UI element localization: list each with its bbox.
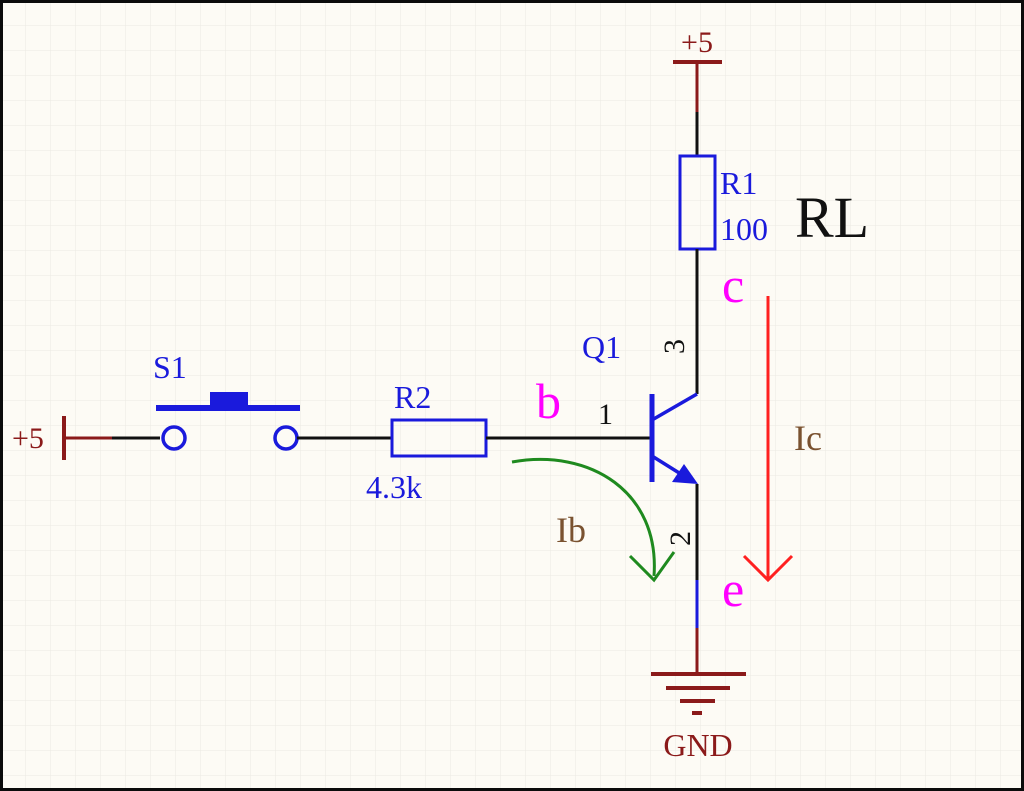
vcc-left-label: +5 [12,422,44,455]
ib-arrow-curve [511,457,656,577]
r2-ref-label: R2 [394,379,431,415]
transistor-collector-lead [651,392,698,422]
r2-value-label: 4.3k [366,469,422,505]
resistor-r2[interactable]: R2 4.3k [366,379,488,505]
node-c-label: c [722,257,744,313]
vcc-top-label: +5 [681,26,713,59]
q1-ref-label: Q1 [582,329,621,365]
ic-current-arrow: Ic [742,296,822,583]
r1-ref-label: R1 [720,165,757,201]
s1-ref-label: S1 [153,349,187,385]
pin-emitter-label: 2 [664,531,697,546]
pushbutton-switch-icon [161,425,187,451]
vcc-top-port[interactable]: +5 [673,26,722,112]
transistor-q1[interactable]: Q1 [582,329,698,484]
vcc-left-port[interactable]: +5 [12,416,112,460]
ib-current-arrow: Ib [511,457,676,583]
ib-label: Ib [556,510,586,550]
rl-label: RL [795,185,869,250]
switch-s1[interactable]: S1 [153,349,300,451]
pin-collector-label: 3 [658,339,691,354]
schematic-grid [3,3,1021,788]
node-b-label: b [536,373,561,429]
ib-arrowhead-icon [628,551,676,583]
gnd-port[interactable]: GND [651,672,746,763]
ic-arrowhead-icon [742,554,794,583]
gnd-label: GND [663,727,732,763]
node-e-label: e [722,561,744,617]
ic-label: Ic [794,418,822,458]
emitter-arrow-icon [672,464,698,484]
switch-button-cap [210,392,248,406]
pin-base-label: 1 [598,398,613,431]
r1-value-label: 100 [720,211,768,247]
